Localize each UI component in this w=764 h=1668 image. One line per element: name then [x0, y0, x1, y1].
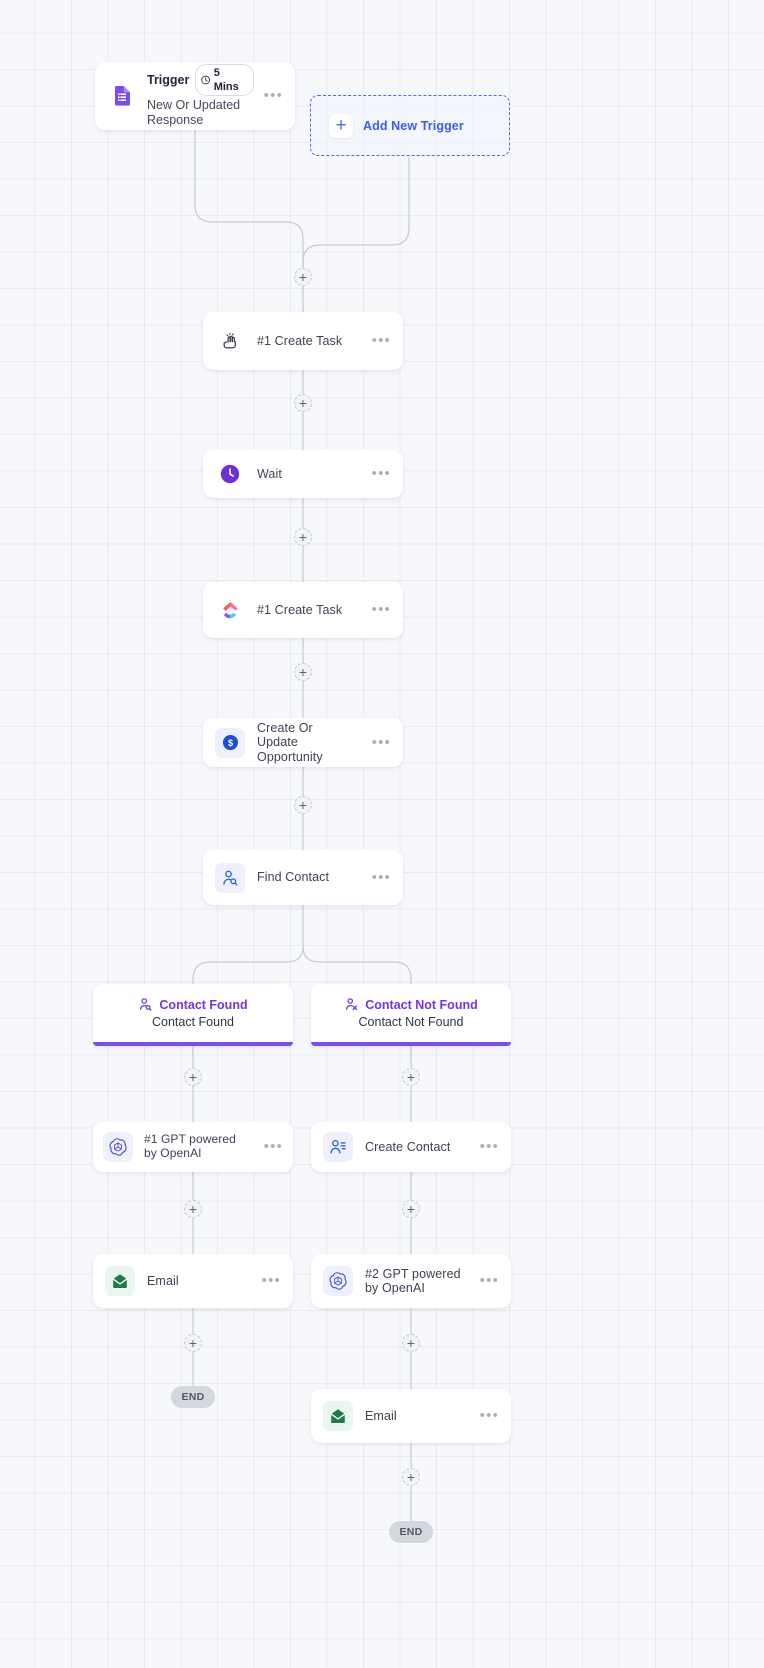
branch-subtitle: Contact Found [152, 1015, 234, 1029]
node-menu-button[interactable]: ••• [371, 465, 391, 482]
node-menu-button[interactable]: ••• [371, 332, 391, 349]
plus-icon: + [329, 113, 353, 138]
monday-icon [215, 326, 245, 356]
add-step-handle-6[interactable]: + [184, 1068, 202, 1086]
clickup-icon [215, 595, 245, 625]
node-create-task-1[interactable]: #1 Create Task ••• [203, 312, 403, 370]
trigger-node[interactable]: Trigger 5 Mins New Or Updated Response •… [95, 62, 295, 130]
node-label: Find Contact [257, 870, 330, 885]
node-gpt-2[interactable]: #2 GPT powered by OpenAI ••• [311, 1254, 511, 1308]
node-menu-button[interactable]: ••• [263, 1138, 283, 1155]
add-step-handle-9[interactable]: + [402, 1200, 420, 1218]
node-create-contact[interactable]: Create Contact ••• [311, 1122, 511, 1172]
trigger-subtitle: New Or Updated Response [147, 98, 241, 127]
branch-contact-found[interactable]: Contact Found Contact Found [93, 984, 293, 1046]
node-label: #2 GPT powered by OpenAI [365, 1266, 461, 1295]
node-label: Email [147, 1273, 179, 1288]
add-step-handle-10[interactable]: + [184, 1334, 202, 1352]
clock-circle-icon [215, 459, 245, 489]
clock-icon [201, 75, 211, 85]
node-label: Create Contact [365, 1139, 451, 1154]
end-badge-left: END [171, 1386, 215, 1408]
trigger-body: Trigger 5 Mins New Or Updated Response [147, 64, 254, 128]
branch-title-row: Contact Found [138, 997, 248, 1012]
node-create-or-update-opportunity[interactable]: $ Create Or Update Opportunity ••• [203, 718, 403, 767]
end-badge-right: END [389, 1521, 433, 1543]
openai-icon [323, 1266, 353, 1296]
node-email-left[interactable]: Email ••• [93, 1254, 293, 1308]
openai-icon [103, 1132, 133, 1162]
add-step-handle-2[interactable]: + [294, 394, 312, 412]
node-menu-button[interactable]: ••• [479, 1138, 499, 1155]
add-step-handle-3[interactable]: + [294, 528, 312, 546]
trigger-interval-label: 5 Mins [213, 67, 239, 93]
svg-text:$: $ [227, 738, 232, 748]
add-step-handle-7[interactable]: + [402, 1068, 420, 1086]
node-label: #1 GPT powered by OpenAI [144, 1132, 236, 1160]
node-find-contact[interactable]: Find Contact ••• [203, 850, 403, 905]
node-menu-button[interactable]: ••• [371, 868, 391, 886]
node-label: #1 Create Task [257, 333, 343, 348]
branch-title: Contact Found [159, 997, 248, 1012]
node-menu-button[interactable]: ••• [479, 1272, 499, 1289]
person-search-icon [140, 998, 152, 1011]
node-label: #1 Create Task [257, 602, 343, 617]
add-new-trigger-label: Add New Trigger [363, 118, 464, 133]
add-step-handle-11[interactable]: + [402, 1334, 420, 1352]
branch-title: Contact Not Found [365, 997, 478, 1012]
trigger-interval-chip: 5 Mins [195, 64, 254, 96]
trigger-header: Trigger 5 Mins [147, 64, 254, 96]
node-label: Create Or Update Opportunity [257, 720, 323, 764]
add-step-handle-8[interactable]: + [184, 1200, 202, 1218]
trigger-menu-button[interactable]: ••• [263, 87, 283, 104]
node-menu-button[interactable]: ••• [371, 601, 391, 618]
person-search-icon [215, 862, 245, 893]
add-step-handle-4[interactable]: + [294, 663, 312, 681]
person-list-icon [323, 1132, 353, 1162]
email-icon [105, 1266, 135, 1296]
add-new-trigger-button[interactable]: + Add New Trigger [310, 95, 510, 156]
node-email-right[interactable]: Email ••• [311, 1389, 511, 1443]
node-create-task-2[interactable]: #1 Create Task ••• [203, 582, 403, 638]
branch-subtitle: Contact Not Found [358, 1015, 464, 1029]
branch-contact-not-found[interactable]: Contact Not Found Contact Not Found [311, 984, 511, 1046]
node-wait[interactable]: Wait ••• [203, 450, 403, 498]
google-forms-icon [107, 81, 137, 111]
person-x-icon [346, 998, 358, 1011]
dollar-circle-icon: $ [215, 727, 245, 758]
node-label: Email [365, 1408, 397, 1423]
branch-title-row: Contact Not Found [344, 997, 478, 1012]
node-label: Wait [257, 466, 282, 481]
add-step-handle-1[interactable]: + [294, 268, 312, 286]
node-gpt-1[interactable]: #1 GPT powered by OpenAI ••• [93, 1122, 293, 1172]
add-step-handle-5[interactable]: + [294, 796, 312, 814]
node-menu-button[interactable]: ••• [261, 1272, 281, 1289]
email-icon [323, 1401, 353, 1431]
add-step-handle-12[interactable]: + [402, 1468, 420, 1486]
trigger-title: Trigger [147, 73, 190, 87]
node-menu-button[interactable]: ••• [371, 733, 391, 751]
node-menu-button[interactable]: ••• [479, 1407, 499, 1424]
